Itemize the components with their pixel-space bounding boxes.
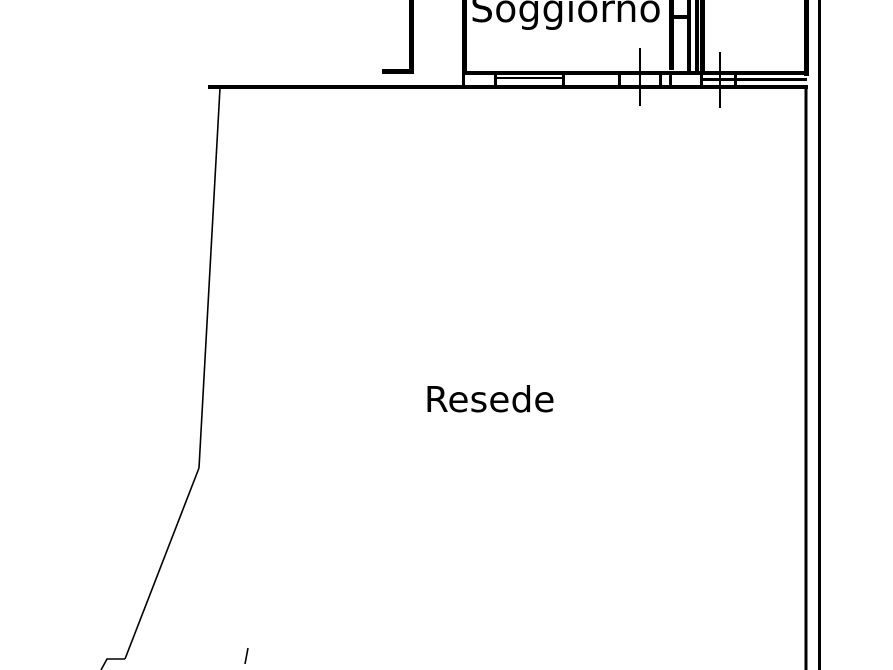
- wall-band-separator-3: [618, 71, 621, 89]
- wall-right-room-left: [700, 0, 705, 74]
- window-icon-glass-line: [496, 77, 564, 79]
- resede-boundary-left-upper: [198, 87, 221, 469]
- wall-band-step-edge: [700, 78, 807, 81]
- wall-narrow-slot-right: [695, 0, 699, 75]
- room-label-soggiorno: Soggiorno: [470, 0, 662, 31]
- resede-boundary-left-diagonal: [124, 467, 200, 660]
- wall-soggiorno-interior-left: [462, 0, 467, 74]
- boundary-tick-mark: [244, 647, 249, 665]
- soggiorno-walls: [382, 0, 821, 670]
- resede-boundary: [100, 85, 808, 670]
- window-icon-jamb-right: [562, 71, 565, 89]
- resede-boundary-bottom-jog: [100, 658, 125, 670]
- wall-band-separator-1: [462, 71, 465, 89]
- wall-soggiorno-right-tick: [674, 15, 688, 19]
- door-opening-markers: [639, 48, 721, 108]
- boundary-right-outer-line: [818, 0, 821, 670]
- wall-band-separator-4: [659, 71, 662, 89]
- wall-soggiorno-left-stub-vertical: [409, 0, 414, 74]
- wall-soggiorno-interior-right: [669, 0, 674, 70]
- window-icon-jamb-left: [494, 71, 497, 89]
- wall-band-separator-5: [669, 71, 672, 89]
- wall-narrow-slot-left: [687, 0, 691, 72]
- wall-band-top-edge: [462, 71, 805, 75]
- room-label-resede: Resede: [424, 380, 556, 421]
- wall-soggiorno-left-stub-foot: [382, 69, 414, 74]
- wall-building-right-outer: [804, 0, 809, 76]
